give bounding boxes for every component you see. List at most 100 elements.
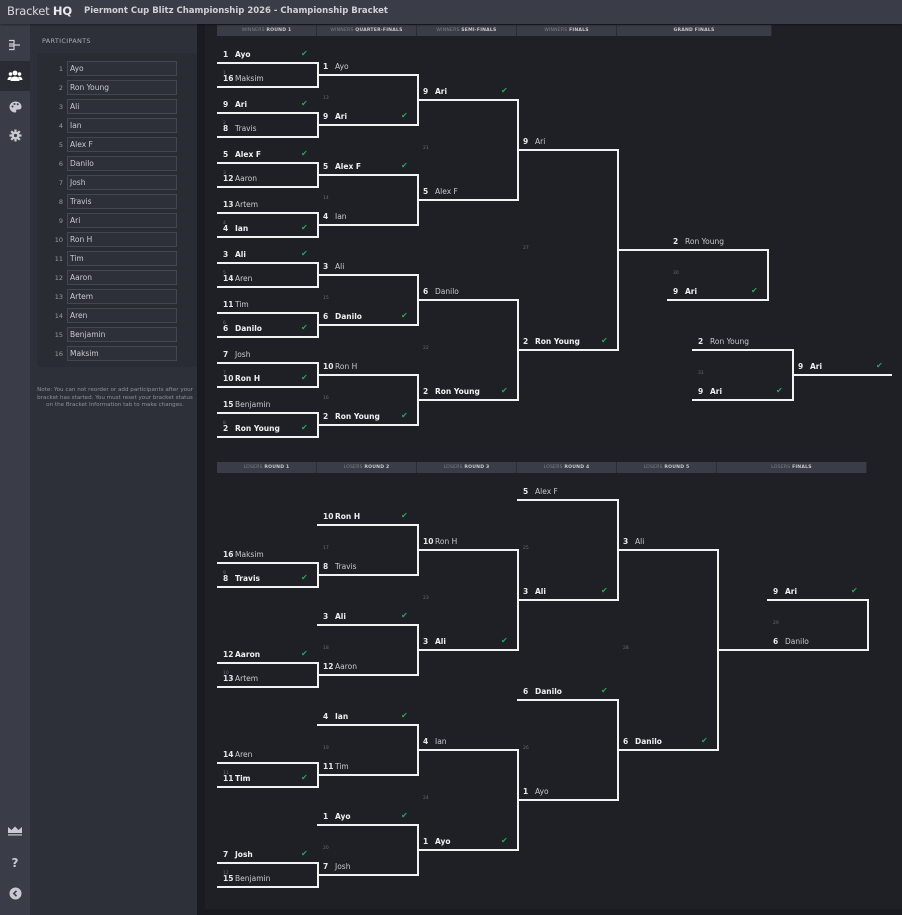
participant-name-input[interactable]: Ayo — [67, 61, 177, 76]
participant-name-input[interactable]: Josh — [67, 175, 177, 190]
participant-name-input[interactable]: Aren — [67, 308, 177, 323]
participant-name-input[interactable]: Ron Young — [67, 80, 177, 95]
collapse-sidebar-button[interactable] — [0, 878, 30, 908]
brand-logo[interactable]: Bracket HQ — [7, 4, 72, 18]
participant-name-input[interactable]: Ian — [67, 118, 177, 133]
winner-check-icon: ✔ — [301, 849, 308, 858]
participant-name-input[interactable]: Alex F — [67, 137, 177, 152]
connector-line — [217, 786, 317, 788]
slot-name: Danilo — [535, 687, 562, 696]
participant-name-input[interactable]: Artem — [67, 289, 177, 304]
participants-nav-button[interactable] — [0, 61, 30, 91]
participant-name-input[interactable]: Benjamin — [67, 327, 177, 342]
participant-name-input[interactable]: Aaron — [67, 270, 177, 285]
participant-name-input[interactable]: Ari — [67, 213, 177, 228]
participant-name-input[interactable]: Danilo — [67, 156, 177, 171]
participant-name-input[interactable]: Ali — [67, 99, 177, 114]
participant-name-input[interactable]: Travis — [67, 194, 177, 209]
connector-line — [417, 649, 517, 651]
participant-name-input[interactable]: Maksim — [67, 346, 177, 361]
theme-nav-button[interactable] — [0, 92, 30, 122]
help-button[interactable]: ? — [0, 848, 30, 878]
participant-name-input[interactable]: Ron H — [67, 232, 177, 247]
winner-check-icon: ✔ — [301, 249, 308, 258]
slot-name: Danilo — [235, 324, 262, 333]
round-header-label: ROUND 1 — [264, 465, 290, 470]
settings-nav-button[interactable] — [0, 120, 30, 150]
horizontal-scrollbar-track[interactable] — [197, 909, 902, 915]
participant-name-input[interactable]: Tim — [67, 251, 177, 266]
panel-divider[interactable] — [197, 24, 205, 915]
upgrade-button[interactable] — [0, 816, 30, 846]
slot-seed: 6 — [223, 324, 229, 333]
winner-check-icon: ✔ — [401, 611, 408, 620]
bracket-nav-button[interactable] — [0, 30, 30, 60]
slot-seed: 14 — [223, 274, 234, 283]
